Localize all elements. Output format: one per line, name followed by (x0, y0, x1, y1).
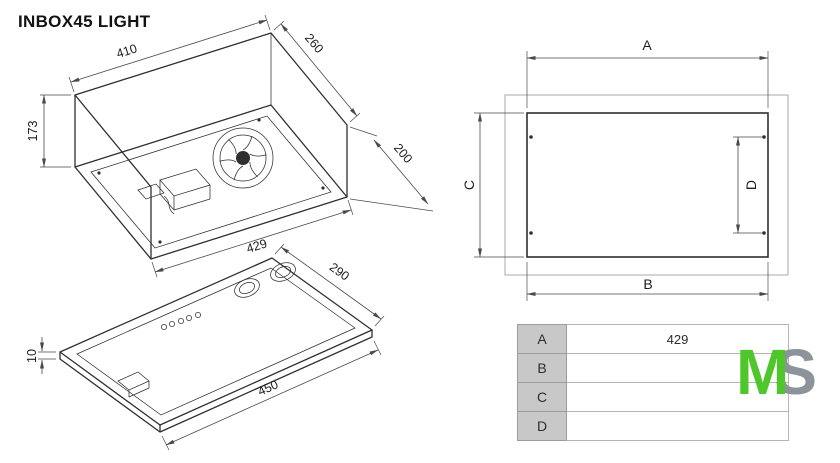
fan-icon (212, 127, 274, 189)
dim-label-410: 410 (115, 41, 139, 61)
spec-key-b: B (517, 353, 567, 383)
table-row: A 429 (517, 324, 789, 354)
hood-isometric-drawing: 410 260 200 173 429 (25, 14, 434, 451)
dim-label-200: 200 (391, 141, 415, 166)
hood-body-outline (74, 32, 348, 260)
panel-buttons (161, 312, 201, 330)
dimension-c: C (461, 112, 524, 258)
dim-label-429: 429 (245, 236, 269, 256)
dim-label-290: 290 (327, 260, 352, 284)
dim-label-c: C (461, 180, 477, 190)
table-row: C (517, 382, 789, 412)
dimension-450: 450 (161, 340, 382, 451)
dim-label-d: D (743, 180, 759, 190)
dimension-290: 290 (274, 243, 385, 327)
dim-label-260: 260 (302, 31, 326, 56)
cutout-inner-rect (526, 112, 769, 258)
dimension-a: A (526, 37, 769, 108)
dimension-200: 200 (349, 126, 434, 212)
dimension-d: D (733, 136, 762, 234)
dimension-b: B (526, 262, 769, 301)
spec-key-c: C (517, 382, 567, 412)
dimension-410: 410 (68, 14, 271, 93)
dimension-260: 260 (273, 20, 361, 123)
spec-key-a: A (517, 324, 567, 354)
spec-key-d: D (517, 411, 567, 441)
spec-value-c (567, 382, 789, 412)
table-row: D (517, 411, 789, 441)
dimension-429: 429 (151, 199, 354, 278)
spec-value-a: 429 (567, 324, 789, 354)
spec-value-b (567, 353, 789, 383)
table-row: B (517, 353, 789, 383)
brand-logo: MS (736, 340, 817, 404)
dimension-173: 173 (26, 94, 71, 168)
motor-box (159, 168, 211, 211)
cutout-schematic: A B C D (461, 37, 789, 301)
dim-label-b: B (643, 276, 652, 292)
junction-box (137, 183, 175, 215)
dimension-10: 10 (25, 337, 56, 374)
logo-letter-s: S (774, 336, 817, 408)
panel-outline (59, 257, 373, 433)
dim-label-10: 10 (25, 349, 39, 363)
mounting-points (529, 135, 766, 235)
dim-label-173: 173 (26, 121, 40, 142)
cutout-outer-rect (504, 94, 789, 276)
dim-label-a: A (642, 37, 652, 53)
logo-letter-m: M (736, 336, 790, 408)
panel-connector (117, 371, 150, 398)
spec-table: A 429 B C D (517, 324, 789, 441)
spec-value-d (567, 411, 789, 441)
